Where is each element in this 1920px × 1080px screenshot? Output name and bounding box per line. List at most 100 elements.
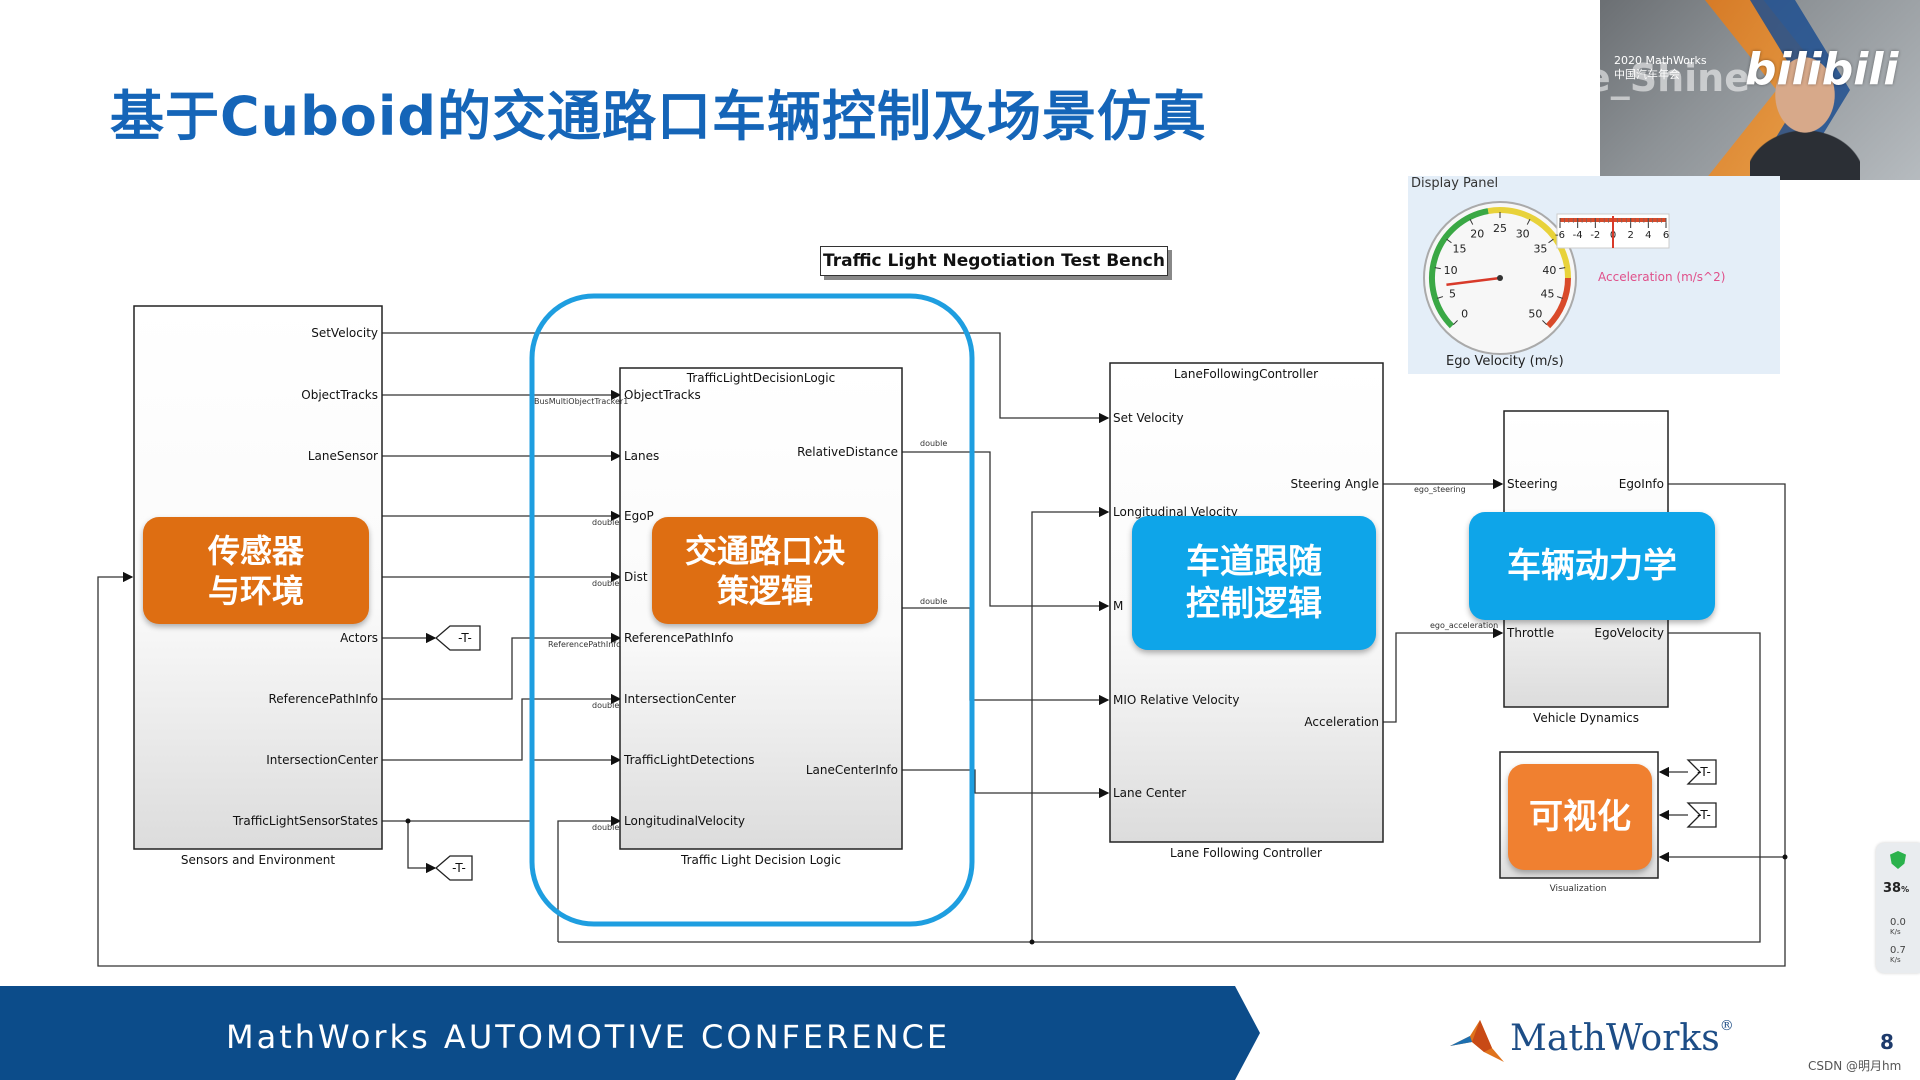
signal-accel-label: ego_acceleration: [1430, 621, 1498, 630]
footer-banner: [0, 986, 1260, 1080]
test-bench-title: Traffic Light Negotiation Test Bench: [820, 246, 1168, 276]
accel-tick-label: 4: [1645, 230, 1651, 241]
goto-tag-actors[interactable]: -T-: [435, 625, 481, 651]
decision-highlight: [529, 293, 975, 927]
conference-name: MathWorks AUTOMOTIVE CONFERENCE: [226, 1018, 951, 1056]
gauge-tick: [1434, 267, 1441, 270]
decision-in-intersectioncenter: IntersectionCenter: [624, 692, 736, 706]
visualization-caption: Visualization: [1550, 884, 1607, 894]
decision-in-egop: EgoP: [624, 509, 654, 523]
decision-in-longitudinalvelocity: LongitudinalVelocity: [624, 814, 745, 828]
signal-double-label: double: [592, 823, 619, 832]
dyn-out-egovelocity: EgoVelocity: [1594, 626, 1664, 640]
decision-overlay-label: 交通路口决 策逻辑: [652, 517, 878, 624]
svg-text:-T-: -T-: [458, 631, 472, 645]
port-referencepathinfo: ReferencePathInfo: [269, 692, 379, 706]
decision-in-objecttracks: ObjectTracks: [624, 388, 701, 402]
sensors-caption: Sensors and Environment: [181, 853, 336, 867]
dyn-in-throttle: Throttle: [1506, 626, 1554, 640]
gauge-tick-label: 35: [1533, 243, 1547, 256]
presenter-figure: [1750, 50, 1860, 180]
decision-in-referencepathinfo: ReferencePathInfo: [624, 631, 734, 645]
dyn-in-steering: Steering: [1507, 477, 1558, 491]
gauge-tick: [1437, 296, 1444, 299]
gauge-red-arc: [1545, 277, 1571, 329]
gauge-tick-label: 20: [1470, 227, 1484, 240]
gauge-tick: [1542, 320, 1548, 326]
signal-steering-label: ego_steering: [1414, 485, 1466, 494]
decision-out-relativedistance: RelativeDistance: [797, 445, 898, 459]
accel-tick-label: -6: [1555, 230, 1565, 241]
svg-text:-T-: -T-: [1697, 808, 1711, 822]
from-tag-1[interactable]: -T-: [1686, 759, 1717, 785]
gauge-label: Ego Velocity (m/s): [1446, 354, 1564, 369]
gauge-tick-label: 45: [1541, 287, 1555, 300]
signal-double-label: double: [592, 701, 619, 710]
bilibili-logo: bilibili: [1745, 44, 1899, 95]
signal-bus-label: BusMultiObjectTracker1: [534, 397, 628, 406]
gauge-tick: [1452, 320, 1458, 326]
signal-double-label: double: [592, 579, 619, 588]
visualization-overlay-label: 可视化: [1508, 764, 1652, 870]
presenter-video: 2020 MathWorks 中国汽车年会 Double_Shine bilib…: [1600, 0, 1920, 180]
gauge-tick-label: 25: [1493, 222, 1507, 235]
decision-in-lanes: Lanes: [624, 449, 659, 463]
goto-tag-sensor-states[interactable]: -T-: [435, 855, 473, 881]
uploader-watermark: Double_Shine: [1600, 56, 1750, 100]
csdn-credit: CSDN @明月hm: [1808, 1059, 1902, 1073]
accel-tick-label: -2: [1590, 230, 1600, 241]
sensors-overlay-label: 传感器 与环境: [143, 517, 369, 624]
decision-in-trafficlightdetections: TrafficLightDetections: [623, 753, 755, 767]
mathworks-brand: MathWorks®: [1510, 1018, 1734, 1059]
lane-block-title: LaneFollowingController: [1174, 367, 1318, 381]
svg-text:-T-: -T-: [1697, 765, 1711, 779]
gauge-green-arc: [1429, 208, 1489, 329]
port-actors: Actors: [340, 631, 378, 645]
gauge-tick-label: 40: [1542, 264, 1556, 277]
lane-out-acceleration: Acceleration: [1304, 715, 1379, 729]
gauge-tick-label: 10: [1444, 264, 1458, 277]
mathworks-logo-icon: [1450, 1020, 1504, 1062]
gauge-needle: [1446, 276, 1501, 287]
lane-in-mio-relative-velocity: MIO Relative Velocity: [1113, 693, 1239, 707]
gauge-tick-label: 30: [1516, 227, 1530, 240]
page-number: 8: [1880, 1030, 1894, 1054]
dyn-out-egoinfo: EgoInfo: [1619, 477, 1664, 491]
lane-out-steering-angle: Steering Angle: [1290, 477, 1379, 491]
signal-refpath-label: ReferencePathInfo: [548, 640, 621, 649]
dynamics-overlay-label: 车辆动力学: [1469, 512, 1715, 620]
gauge-tick: [1469, 218, 1474, 225]
gauge-tick-label: 5: [1449, 287, 1456, 300]
gauge-tick: [1548, 238, 1554, 244]
decision-caption: Traffic Light Decision Logic: [680, 853, 841, 867]
display-panel-title: Display Panel: [1411, 176, 1499, 191]
gauge-tick-label: 0: [1461, 307, 1468, 320]
gauge-tick: [1559, 267, 1566, 270]
gauge-tick-label: 15: [1453, 243, 1467, 256]
accel-tick-label: -4: [1573, 230, 1583, 241]
event-label: 2020 MathWorks 中国汽车年会: [1614, 54, 1707, 81]
lane-overlay-label: 车道跟随 控制逻辑: [1132, 516, 1376, 650]
lane-in-m: M: [1113, 599, 1123, 613]
signal-double-label: double: [920, 597, 947, 606]
gauge-tick: [1526, 218, 1531, 225]
gauge-tick-label: 50: [1528, 307, 1542, 320]
slide-title: 基于Cuboid的交通路口车辆控制及场景仿真: [110, 85, 1207, 148]
shield-icon: [1890, 851, 1906, 869]
signal-double-label: double: [592, 518, 619, 527]
gauge-tick: [1446, 238, 1452, 244]
decision-out-lanecenterinfo: LaneCenterInfo: [806, 763, 898, 777]
lane-in-longitudinal-velocity: Longitudinal Velocity: [1113, 505, 1238, 519]
gauge-yellow-arc: [1487, 207, 1571, 279]
lane-in-set-velocity: Set Velocity: [1113, 411, 1184, 425]
signal-double-label: double: [920, 439, 947, 448]
lane-caption: Lane Following Controller: [1170, 846, 1322, 860]
from-tag-2[interactable]: -T-: [1686, 802, 1717, 828]
accel-tick-label: 2: [1627, 230, 1633, 241]
port-lanesensor: LaneSensor: [308, 449, 378, 463]
port-intersectioncenter: IntersectionCenter: [266, 753, 378, 767]
lane-in-lane-center: Lane Center: [1113, 786, 1186, 800]
